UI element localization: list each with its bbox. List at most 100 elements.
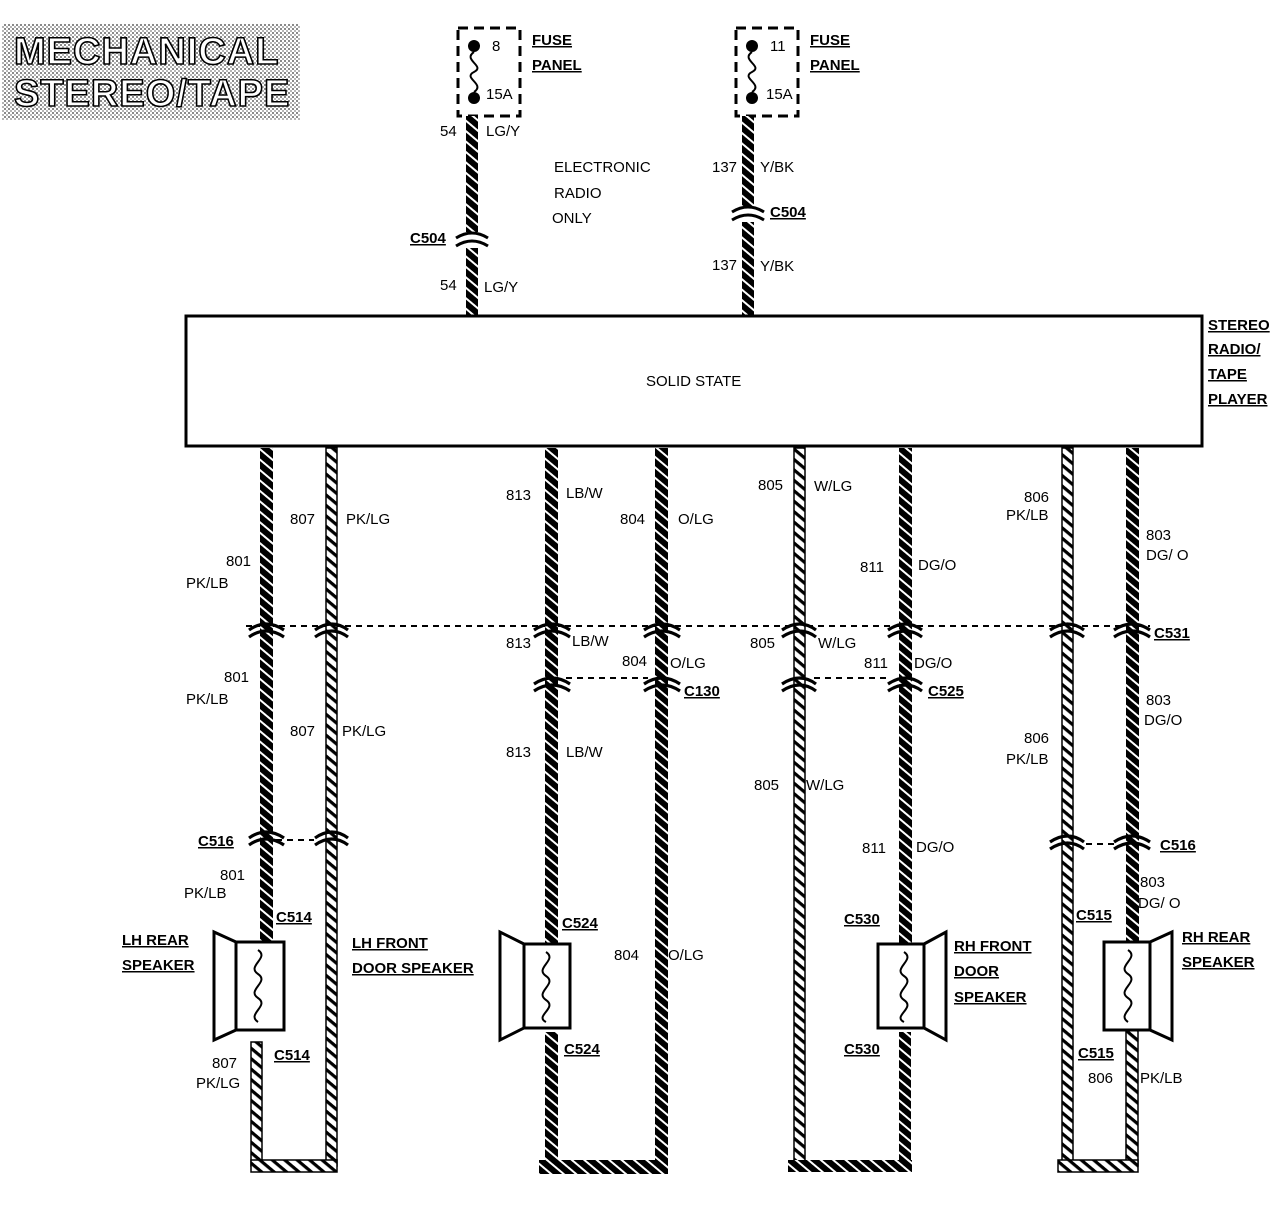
- note-line-1: ELECTRONIC: [554, 159, 651, 176]
- label-807-color-a: PK/LG: [346, 511, 390, 528]
- wire-54-color-top: LG/Y: [486, 123, 520, 140]
- label-801-color-b: PK/LB: [186, 691, 229, 708]
- title-line-1: MECHANICAL: [14, 31, 279, 73]
- label-805-color-b: W/LG: [818, 635, 856, 652]
- wire-137-connector: C504: [770, 204, 807, 221]
- label-806-num-a: 806: [1024, 489, 1049, 506]
- light-wires: [250, 447, 1139, 1173]
- note-line-2: RADIO: [554, 185, 602, 202]
- label-803-color-c: DG/ O: [1138, 895, 1181, 912]
- fuse-8: 8 15A FUSE PANEL: [456, 26, 582, 118]
- unit-name-line-1: STEREO: [1208, 317, 1270, 334]
- label-811-num-a: 811: [860, 559, 884, 576]
- connector-c514-top: C514: [276, 909, 313, 926]
- connector-c515-bottom: C515: [1078, 1045, 1114, 1062]
- label-801-num-b: 801: [224, 669, 249, 686]
- label-805-color-c: W/LG: [806, 777, 844, 794]
- label-807-num-c: 807: [212, 1055, 237, 1072]
- lh-front-label-1: LH FRONT: [352, 935, 428, 952]
- label-804-color-b: O/LG: [670, 655, 706, 672]
- lh-front-label-2: DOOR SPEAKER: [352, 960, 474, 977]
- fuse-11-rating: 15A: [766, 86, 793, 103]
- label-803-num-c: 803: [1140, 874, 1165, 891]
- label-811-num-b: 811: [864, 655, 888, 672]
- label-803-num-b: 803: [1146, 692, 1171, 709]
- electronic-radio-note: ELECTRONIC RADIO ONLY: [552, 159, 651, 227]
- dark-wires: [260, 448, 1139, 1174]
- connector-c531: C531: [1154, 625, 1190, 642]
- label-806-num-c: 806: [1088, 1070, 1113, 1087]
- label-806-color-c: PK/LB: [1140, 1070, 1183, 1087]
- connector-c130: C130: [684, 683, 720, 700]
- connector-row-labels: 813 LB/W 804 O/LG 805 W/LG 811 DG/O C531…: [506, 625, 1190, 700]
- stereo-unit: SOLID STATE STEREO RADIO/ TAPE PLAYER: [184, 314, 1270, 448]
- fuse-11-number: 11: [770, 38, 786, 55]
- fuse-8-label-2: PANEL: [532, 57, 582, 74]
- label-807-color-c: PK/LG: [196, 1075, 240, 1092]
- label-804-num-c: 804: [614, 947, 639, 964]
- label-804-num-a: 804: [620, 511, 645, 528]
- label-807-num-a: 807: [290, 511, 315, 528]
- wire-54-color-bottom: LG/Y: [484, 279, 518, 296]
- unit-inside-label: SOLID STATE: [646, 373, 741, 390]
- label-807-color-b: PK/LG: [342, 723, 386, 740]
- rh-rear-label-1: RH REAR: [1182, 929, 1251, 946]
- label-811-color-b: DG/O: [914, 655, 952, 672]
- connector-c515-top: C515: [1076, 907, 1112, 924]
- lh-rear-label-1: LH REAR: [122, 932, 189, 949]
- label-805-num-c: 805: [754, 777, 779, 794]
- label-801-num-a: 801: [226, 553, 251, 570]
- connector-c516-right: C516: [1160, 837, 1196, 854]
- connector-c524-top: C524: [562, 915, 599, 932]
- upper-wire-54: 54 LG/Y C504 54 LG/Y: [410, 116, 520, 316]
- fuse-11-label-1: FUSE: [810, 32, 850, 49]
- rh-rear-label-2: SPEAKER: [1182, 954, 1255, 971]
- label-803-num-a: 803: [1146, 527, 1171, 544]
- wire-54-number-bottom: 54: [440, 277, 457, 294]
- label-804-num-b: 804: [622, 653, 647, 670]
- rh-front-label-1: RH FRONT: [954, 938, 1032, 955]
- label-805-color-a: W/LG: [814, 478, 852, 495]
- circuit-labels-middle: 801 PK/LB 807 PK/LG 813 LB/W 805 W/LG 80…: [186, 669, 1196, 857]
- label-804-color-c: O/LG: [668, 947, 704, 964]
- rh-front-label-2: DOOR: [954, 963, 999, 980]
- label-813-color-a: LB/W: [566, 485, 604, 502]
- wire-54-number-top: 54: [440, 123, 457, 140]
- lh-rear-label-2: SPEAKER: [122, 957, 195, 974]
- title-block: MECHANICAL STEREO/TAPE: [2, 24, 300, 120]
- unit-name-line-3: TAPE: [1208, 366, 1247, 383]
- connector-c524-bottom: C524: [564, 1041, 601, 1058]
- label-813-num-b: 813: [506, 635, 531, 652]
- circuit-labels-lower: 801 PK/LB C514 C524 C530 C515 803 DG/ O …: [184, 867, 1183, 1092]
- label-813-num-c: 813: [506, 744, 531, 761]
- fuse-8-label-1: FUSE: [532, 32, 572, 49]
- label-813-color-c: LB/W: [566, 744, 604, 761]
- connector-arcs: [248, 622, 1151, 851]
- connector-c530-bottom: C530: [844, 1041, 880, 1058]
- title-line-2: STEREO/TAPE: [14, 73, 290, 115]
- label-807-num-b: 807: [290, 723, 315, 740]
- label-805-num-a: 805: [758, 477, 783, 494]
- lh-front-speaker: LH FRONT DOOR SPEAKER: [352, 929, 572, 1043]
- wire-54-connector: C504: [410, 230, 447, 247]
- note-line-3: ONLY: [552, 210, 592, 227]
- fuse-11-label-2: PANEL: [810, 57, 860, 74]
- label-803-color-a: DG/ O: [1146, 547, 1189, 564]
- label-806-num-b: 806: [1024, 730, 1049, 747]
- label-801-color-a: PK/LB: [186, 575, 229, 592]
- circuit-labels-upper: 801 PK/LB 807 PK/LG 813 LB/W 804 O/LG 80…: [186, 477, 1189, 592]
- label-813-num-a: 813: [506, 487, 531, 504]
- lh-rear-speaker: LH REAR SPEAKER: [122, 929, 286, 1043]
- unit-name-line-4: PLAYER: [1208, 391, 1268, 408]
- wire-137-color-top: Y/BK: [760, 159, 794, 176]
- upper-wire-137: 137 Y/BK C504 137 Y/BK: [712, 116, 807, 316]
- label-805-num-b: 805: [750, 635, 775, 652]
- label-806-color-a: PK/LB: [1006, 507, 1049, 524]
- wire-137-color-bottom: Y/BK: [760, 258, 794, 275]
- wire-137-number-top: 137: [712, 159, 737, 176]
- wire-137-number-bottom: 137: [712, 257, 737, 274]
- fuse-8-number: 8: [492, 38, 500, 55]
- label-803-color-b: DG/O: [1144, 712, 1182, 729]
- label-801-color-c: PK/LB: [184, 885, 227, 902]
- rh-front-label-3: SPEAKER: [954, 989, 1027, 1006]
